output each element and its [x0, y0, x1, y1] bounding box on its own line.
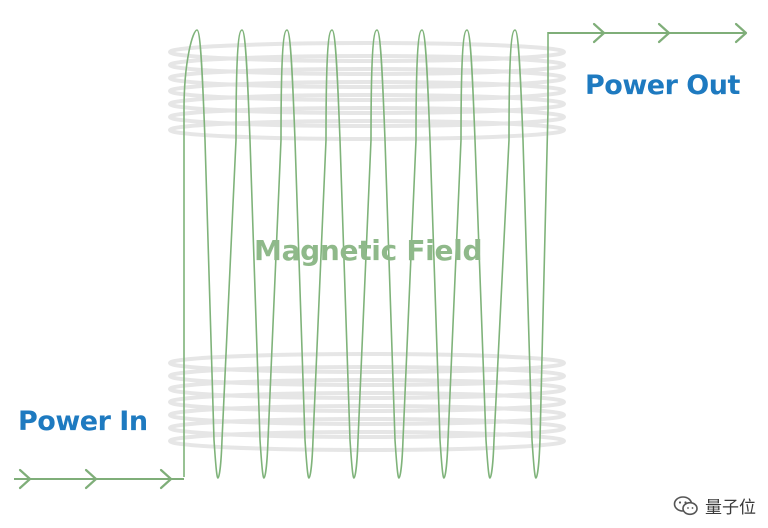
wechat-logo-icon — [673, 495, 698, 515]
top-coil — [168, 41, 566, 141]
coil-ring — [168, 378, 566, 400]
watermark: 量子位 — [673, 493, 756, 518]
arrow-right-icon — [84, 468, 98, 490]
coil-ring — [168, 404, 566, 426]
arrow-right-icon — [18, 468, 32, 490]
coil-ring — [168, 80, 566, 102]
coil-ring — [168, 365, 566, 387]
arrow-right-icon — [657, 22, 671, 44]
arrow-right-icon — [734, 22, 748, 44]
power-in-arrow — [14, 468, 184, 490]
bottom-coil — [168, 352, 566, 452]
magnetic-field-label: Magnetic Field — [254, 234, 483, 267]
power-out-arrow — [548, 22, 748, 44]
coil-ring — [168, 391, 566, 413]
power-out-label: Power Out — [585, 70, 740, 101]
magnetic-field-lines — [183, 29, 549, 479]
coil-ring — [168, 54, 566, 76]
coil-ring — [168, 430, 566, 452]
watermark-text: 量子位 — [705, 498, 756, 518]
field-line — [183, 29, 549, 479]
coil-ring — [168, 417, 566, 439]
coil-ring — [168, 93, 566, 115]
arrow-right-icon — [592, 22, 606, 44]
coil-ring — [168, 106, 566, 128]
arrow-right-icon — [159, 468, 173, 490]
coil-ring — [168, 67, 566, 89]
power-in-label: Power In — [18, 406, 148, 437]
coil-ring — [168, 119, 566, 141]
coil-ring — [168, 41, 566, 63]
coil-ring — [168, 352, 566, 374]
